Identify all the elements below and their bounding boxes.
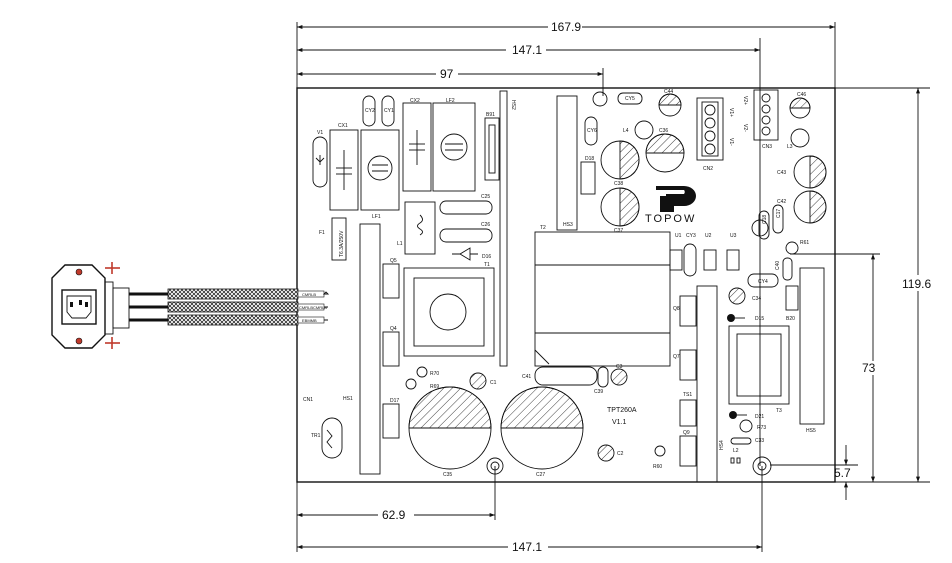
label-q8: Q8 [673,306,680,312]
label-c17: C17 [776,209,782,218]
label-cn1: CN1 [303,397,313,403]
label-c34: C34 [752,296,761,302]
label-c40: C40 [775,261,781,270]
label-cy1: CY1 [384,108,394,114]
label-q4: Q4 [390,326,397,332]
label-c41: C41 [522,374,531,380]
label-t3: T3 [776,408,782,414]
board-model: TPT260A [607,407,637,414]
label-hs2: HS2 [510,100,516,110]
label-l4: L4 [623,128,629,134]
label-q7: Q7 [673,354,680,360]
label-u3: U3 [730,233,737,239]
label-hs1: HS1 [343,396,353,402]
label-c35: C35 [443,472,452,478]
label-c27: C27 [536,472,545,478]
label-t2: T2 [540,225,546,231]
pcb-outline [296,87,836,483]
label-d16: D16 [482,254,491,260]
label-c36: C36 [659,128,668,134]
wire-label-3: EBMMB [302,318,317,323]
label-l1: L1 [397,241,403,247]
output-section: CN2 V1+ V1- CN3 V2+ V2- C46 L3 C43 C42 C… [673,89,827,483]
label-v2-neg: V2- [742,124,748,132]
label-c33: C33 [755,438,764,444]
label-cy4: CY4 [758,279,768,285]
label-lf1: LF1 [372,214,381,220]
label-c39: C39 [594,389,603,395]
wire-harness: CMRLB CMRLBCMRLB EBMMB [129,288,330,326]
dim-hole-62-9: 62.9 [382,508,406,522]
label-u1: U1 [675,233,682,239]
dim-height-73: 73 [862,361,876,375]
label-f1: F1 [319,230,325,236]
ac-inlet [51,262,130,349]
label-r60: R60 [653,464,662,470]
label-v1-neg: V1- [728,138,734,146]
label-b20: B20 [786,316,795,322]
label-v2-pos: V2+ [742,96,748,105]
dim-width-97: 97 [440,67,454,81]
label-r70: R70 [430,371,439,377]
label-cy3: CY3 [686,233,696,239]
main-converter-section: HS3 D18 CY5 CY6 C44 L4 C36 C38 C37 [522,89,740,470]
label-r61: R61 [800,240,809,246]
label-hs4: HS4 [719,440,725,450]
label-c26: C26 [481,222,490,228]
label-v1-pos: V1+ [728,108,734,117]
label-cy2: CY2 [365,108,375,114]
label-r73: R73 [757,425,766,431]
label-c42: C42 [777,199,786,205]
label-c25: C25 [481,194,490,200]
label-fuse-rating: T6.3A/250V [339,230,345,257]
dim-width-147-top: 147.1 [512,43,542,57]
label-c1: C1 [490,380,497,386]
label-d21: D21 [755,414,764,420]
label-cy6: CY6 [587,128,597,134]
dim-height: 119.6 [902,277,931,291]
label-cx2: CX2 [410,98,420,104]
label-d15: D15 [755,316,764,322]
label-c37: C37 [614,228,623,234]
wire-label-2: CMRLBCMRLB [299,305,327,310]
label-l2: L2 [733,448,739,454]
label-c46: C46 [797,92,806,98]
label-tr1: TR1 [311,433,321,439]
label-ts1: TS1 [683,392,692,398]
label-c43: C43 [777,170,786,176]
input-filter-section: CY2 CY1 CX2 LF2 HS2 B91 V1 CX1 LF1 [303,90,584,478]
label-cy5: CY5 [625,96,635,102]
label-l3: L3 [787,144,793,150]
label-d18: D18 [585,156,594,162]
label-q9: Q9 [683,430,690,436]
label-r69: R69 [430,384,439,390]
topow-logo: TOPOW [645,186,696,225]
label-c3: C3 [616,364,623,370]
label-cn2: CN2 [703,166,713,172]
wire-label-1: CMRLB [302,292,316,297]
label-q5: Q5 [390,258,397,264]
label-c44: C44 [664,89,673,95]
label-lf2: LF2 [446,98,455,104]
dim-width-147-bottom: 147.1 [512,540,542,554]
label-cn3: CN3 [762,144,772,150]
dim-overall-width: 167.9 [551,20,581,34]
label-cx1: CX1 [338,123,348,129]
label-hs3: HS3 [563,222,573,228]
label-hs5: HS5 [806,428,816,434]
label-d17: D17 [390,398,399,404]
label-v1: V1 [317,130,323,136]
dimension-lines: 167.9 147.1 97 119.6 73 5.7 62.9 14 [296,20,945,554]
label-c18: C18 [762,215,768,224]
label-u2: U2 [705,233,712,239]
label-b91: B91 [486,112,495,118]
logo-text: TOPOW [645,213,696,225]
label-c38: C38 [614,181,623,187]
board-version: V1.1 [612,419,627,426]
label-c2: C2 [617,451,624,457]
label-t1: T1 [484,262,490,268]
dim-offset-5-7: 5.7 [834,466,851,480]
